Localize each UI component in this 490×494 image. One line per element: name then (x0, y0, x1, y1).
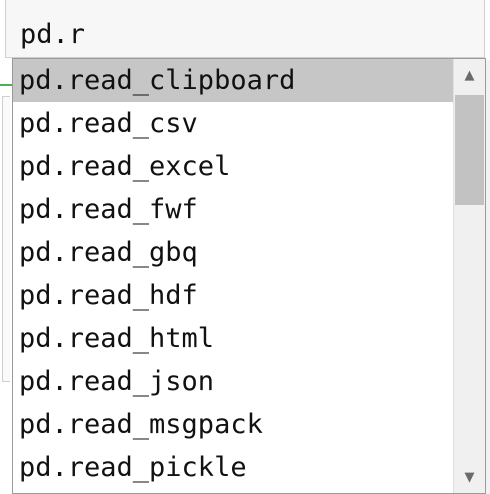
triangle-down-icon[interactable]: ▼ (464, 469, 475, 485)
triangle-up-icon[interactable]: ▲ (464, 67, 475, 83)
autocomplete-item[interactable]: pd.read_excel (19, 151, 231, 182)
autocomplete-item[interactable]: pd.read_pickle (19, 452, 247, 483)
autocomplete-item[interactable]: pd.read_json (19, 366, 215, 397)
autocomplete-dropdown[interactable]: pd.read_clipboard pd.read_csv pd.read_ex… (12, 58, 486, 494)
autocomplete-list[interactable]: pd.read_clipboard pd.read_csv pd.read_ex… (13, 59, 453, 493)
autocomplete-item[interactable]: pd.read_msgpack (19, 409, 263, 440)
vertical-scrollbar[interactable]: ▲ ▼ (453, 59, 485, 493)
autocomplete-item[interactable]: pd.read_hdf (19, 280, 198, 311)
scrollbar-thumb[interactable] (455, 95, 484, 205)
autocomplete-item-selected[interactable]: pd.read_clipboard (13, 59, 453, 102)
autocomplete-item[interactable]: pd.read_html (19, 323, 215, 354)
autocomplete-item[interactable]: pd.read_csv (19, 108, 198, 139)
notebook-right-edge (486, 60, 490, 494)
output-cell-edge (2, 96, 10, 382)
autocomplete-item[interactable]: pd.read_fwf (19, 194, 198, 225)
code-cell[interactable]: pd.r (5, 0, 485, 58)
code-input-text[interactable]: pd.r (20, 19, 86, 50)
cell-active-indicator (0, 84, 14, 86)
autocomplete-item[interactable]: pd.read_gbq (19, 237, 198, 268)
